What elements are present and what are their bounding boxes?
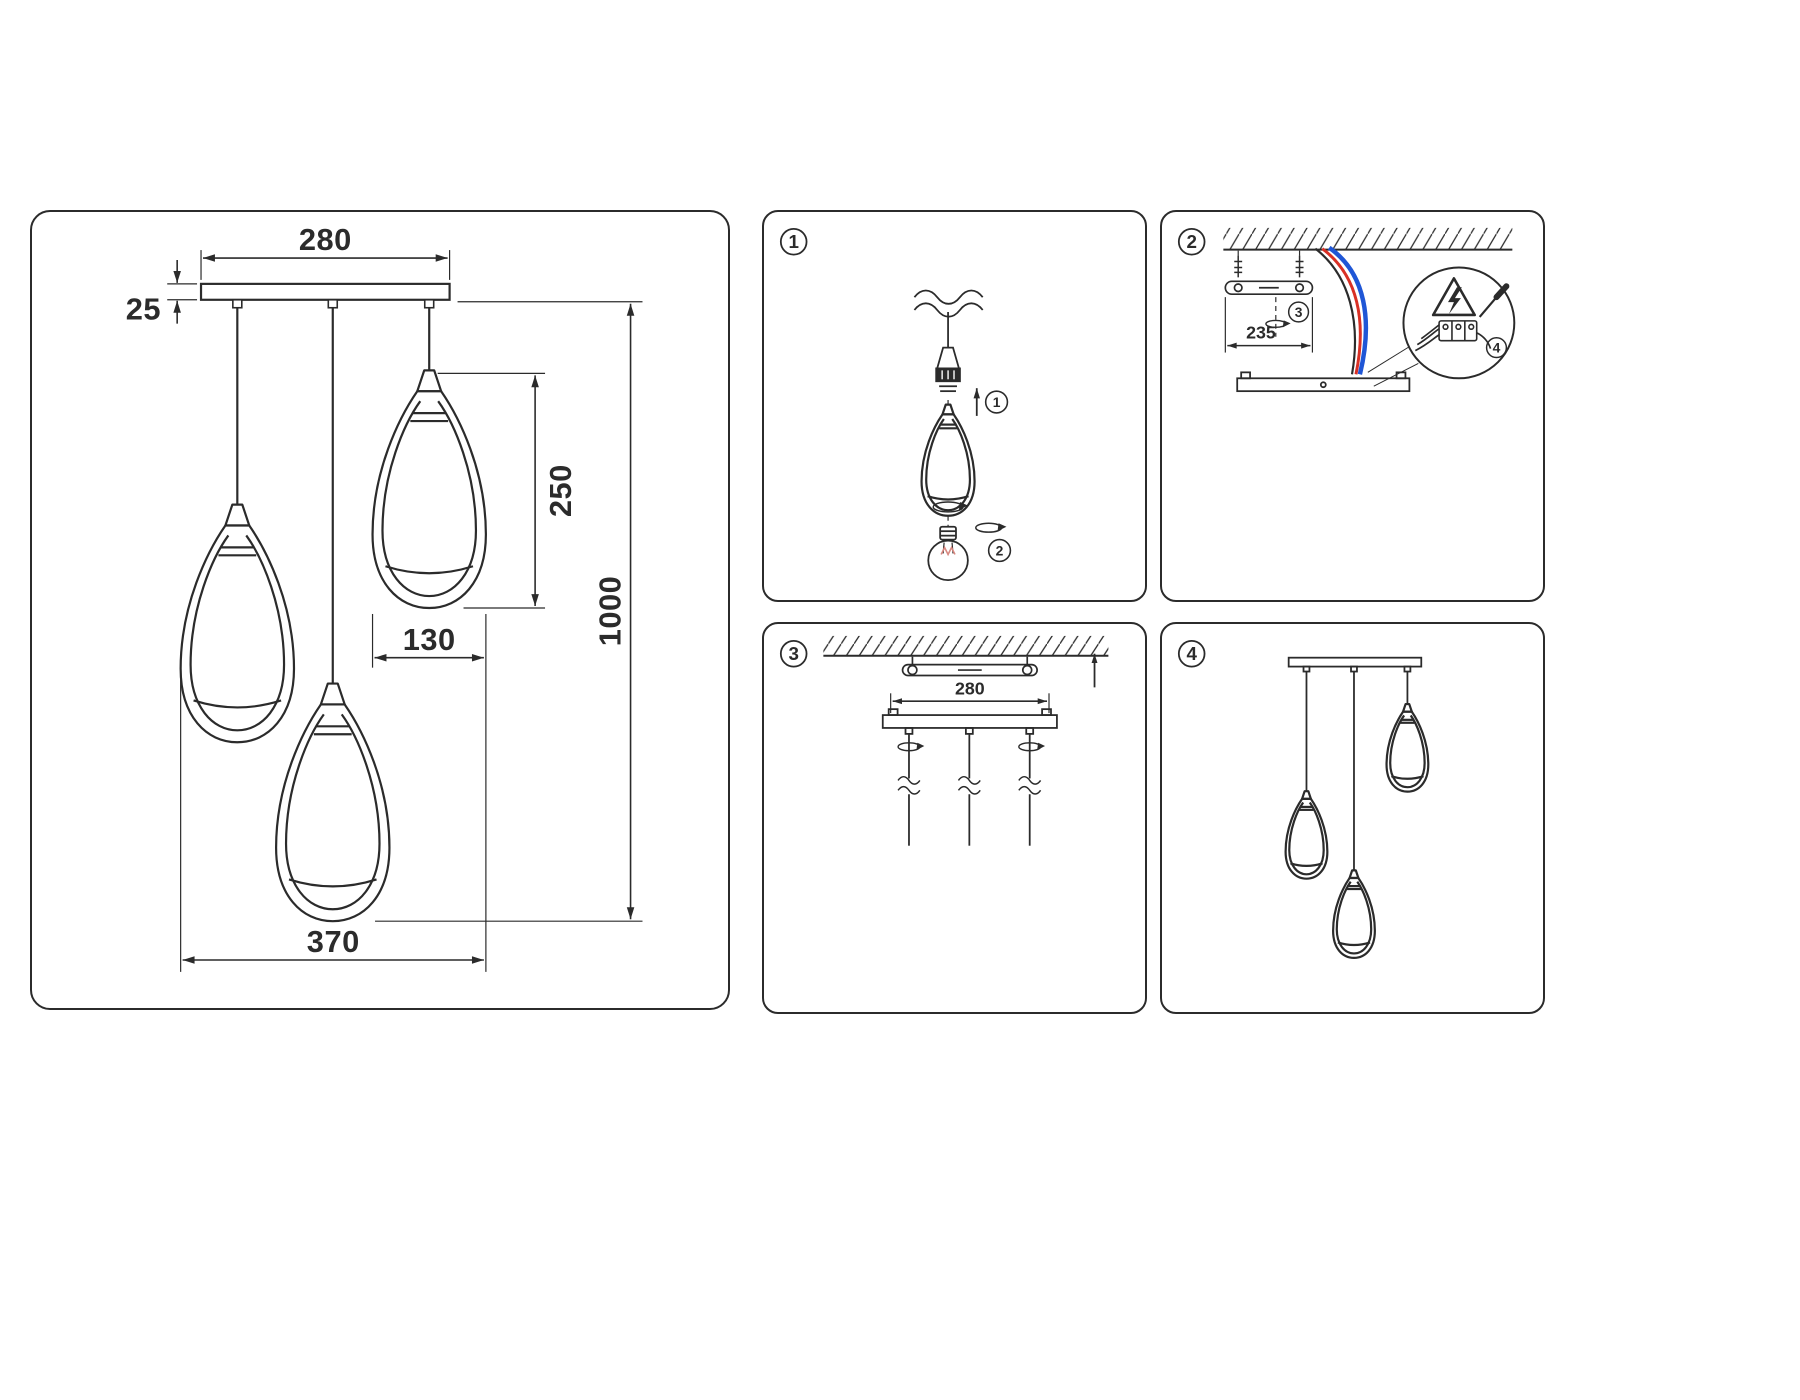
screw-icon bbox=[1295, 250, 1304, 278]
dim-canopy-width-label: 280 bbox=[955, 678, 985, 698]
callout-2-label: 2 bbox=[996, 542, 1004, 558]
rotate-arrow-icon bbox=[897, 742, 925, 752]
step1-number: 1 bbox=[788, 231, 798, 252]
assembled-fixture bbox=[1285, 656, 1429, 959]
dimension-labels: 280 25 250 130 1000 370 bbox=[126, 222, 628, 959]
detail-leader bbox=[1367, 346, 1410, 373]
step-number-badge: 4 bbox=[1177, 639, 1206, 668]
wire-red bbox=[1321, 247, 1362, 375]
dim-canopy-width-label: 280 bbox=[299, 222, 352, 257]
dim-shade-height-label: 250 bbox=[543, 464, 578, 517]
mounting-bracket bbox=[901, 656, 1038, 677]
mains-cable bbox=[1314, 247, 1357, 375]
pendant-shade-left bbox=[1285, 790, 1328, 880]
dim-overall-width-label: 370 bbox=[307, 924, 360, 959]
bracket-dimension: 235 bbox=[1224, 297, 1314, 353]
step-number-badge: 3 bbox=[779, 639, 808, 668]
step-number-badge: 1 bbox=[779, 227, 808, 256]
dim-total-drop-label: 1000 bbox=[593, 576, 628, 647]
pendant-shade-middle bbox=[1332, 869, 1376, 959]
canopy-bar bbox=[1236, 371, 1411, 393]
wiring-detail-circle: 4 bbox=[1402, 266, 1516, 380]
ceiling-hatch bbox=[1223, 227, 1513, 251]
cord-grip bbox=[232, 298, 243, 309]
panel-main-dimensions: 280 25 250 130 1000 370 bbox=[30, 210, 730, 1010]
cord-grip bbox=[327, 298, 339, 309]
step4-number: 4 bbox=[1186, 643, 1197, 664]
panel-step1-shade-bulb: 1 1 bbox=[762, 210, 1147, 602]
bulb-icon bbox=[927, 525, 969, 582]
detail-leader bbox=[1373, 363, 1419, 387]
dim-bracket-label: 235 bbox=[1246, 323, 1276, 343]
lightning-bolt-icon bbox=[1447, 287, 1462, 314]
canopy-bar bbox=[1287, 656, 1423, 668]
rotate-arrow-icon bbox=[1018, 742, 1046, 752]
dim-canopy-height-label: 25 bbox=[126, 292, 161, 327]
canopy-bar bbox=[881, 708, 1058, 735]
step3-drawing: 3 280 bbox=[779, 635, 1109, 846]
step2-drawing: 2 bbox=[1177, 227, 1516, 393]
fixture-drawing bbox=[179, 282, 487, 923]
panel-step2-mounting-wiring: 2 bbox=[1160, 210, 1545, 602]
main-dimension-drawing: 280 25 250 130 1000 370 bbox=[126, 222, 643, 972]
mounting-bracket bbox=[1224, 280, 1314, 296]
cord-break-icon bbox=[897, 775, 1042, 795]
socket-assembly bbox=[935, 311, 961, 393]
warning-icon bbox=[1431, 277, 1477, 317]
wire-blue bbox=[1327, 245, 1369, 375]
rotate-arrow-icon bbox=[932, 501, 968, 513]
canopy-dimension: 280 bbox=[890, 678, 1050, 714]
callout-4: 4 bbox=[1485, 336, 1508, 359]
pendant-shade-right bbox=[371, 369, 487, 610]
shade-outline bbox=[921, 404, 976, 517]
callout-1: 1 bbox=[984, 390, 1009, 414]
rotate-arrow-icon bbox=[975, 522, 1007, 533]
pendant-shade-middle bbox=[275, 682, 391, 923]
ceiling-hatch bbox=[823, 635, 1109, 657]
terminal-block-icon bbox=[1438, 320, 1478, 342]
callout-2: 2 bbox=[987, 538, 1012, 563]
detail-wires bbox=[1414, 324, 1492, 352]
panel-step4-final-assembly: 4 bbox=[1160, 622, 1545, 1014]
canopy-bar bbox=[199, 282, 451, 301]
cords bbox=[908, 733, 1031, 846]
dimension-lines bbox=[167, 250, 643, 972]
step-number-badge: 2 bbox=[1177, 227, 1206, 256]
pendant-shade-left bbox=[179, 503, 296, 744]
step1-drawing: 1 1 bbox=[779, 227, 1012, 582]
step3-number: 3 bbox=[788, 643, 798, 664]
callout-3: 3 bbox=[1287, 301, 1310, 323]
callout-4-label: 4 bbox=[1493, 340, 1501, 356]
cord-grip bbox=[423, 298, 435, 309]
pendant-shade-right bbox=[1386, 703, 1429, 792]
screw-icon bbox=[1234, 250, 1243, 278]
step2-number: 2 bbox=[1186, 231, 1196, 252]
panel-step3-canopy-mounting: 3 280 bbox=[762, 622, 1147, 1014]
dim-shade-width-label: 130 bbox=[403, 622, 456, 657]
filament-icon bbox=[940, 545, 956, 557]
callout-3-label: 3 bbox=[1295, 304, 1303, 320]
rotate-arrow-icon bbox=[1265, 319, 1291, 329]
screwdriver-icon bbox=[1478, 283, 1510, 318]
step4-drawing: 4 bbox=[1177, 639, 1429, 959]
callout-1-label: 1 bbox=[993, 394, 1001, 410]
